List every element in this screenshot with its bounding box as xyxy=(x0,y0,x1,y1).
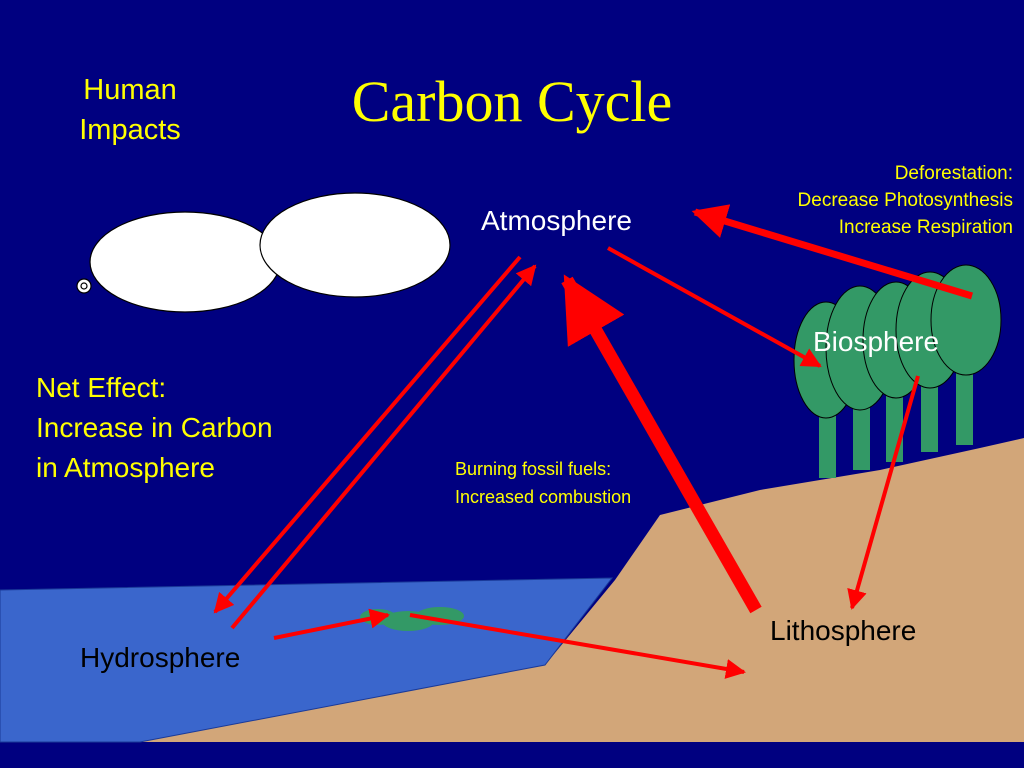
cycle-arrows xyxy=(213,204,974,679)
arrow-atmosphere-to-hydrosphere xyxy=(213,255,522,614)
fossil-fuels-line: Burning fossil fuels: xyxy=(455,459,612,479)
net-effect-line: Net Effect: xyxy=(36,372,167,403)
deforestation-line: Deforestation: xyxy=(894,163,1013,184)
arrow-hydrosphere-to-algae xyxy=(273,608,390,640)
arrow-deforestation-to-atmosphere xyxy=(691,204,974,300)
deforestation-label: Deforestation: Decrease Photosynthesis I… xyxy=(798,160,1013,241)
cloud-smoke xyxy=(76,192,451,313)
human-impacts-line: Human xyxy=(83,74,177,106)
human-impacts-label: Human Impacts xyxy=(60,70,200,150)
arrow-lithosphere-to-atmosphere xyxy=(561,274,762,614)
arrow-atmosphere-to-biosphere xyxy=(607,246,822,368)
land-lithosphere xyxy=(0,438,1024,742)
biosphere-label: Biosphere xyxy=(813,326,940,357)
net-effect-label: Net Effect: Increase in Carbon in Atmosp… xyxy=(36,368,273,488)
arrow-algae-to-lithosphere xyxy=(409,613,746,679)
deforestation-line: Increase Respiration xyxy=(838,217,1013,238)
arrow-biosphere-to-lithosphere xyxy=(847,375,920,610)
fossil-fuels-label: Burning fossil fuels: Increased combusti… xyxy=(455,455,631,511)
fossil-fuels-line: Increased combustion xyxy=(455,487,632,507)
deforestation-line: Decrease Photosynthesis xyxy=(797,190,1013,211)
human-impacts-line: Impacts xyxy=(79,114,181,146)
slide-title: Carbon Cycle xyxy=(351,69,673,134)
atmosphere-label: Atmosphere xyxy=(481,205,632,236)
lithosphere-label: Lithosphere xyxy=(770,615,917,646)
arrow-hydrosphere-to-atmosphere xyxy=(230,264,537,630)
net-effect-line: in Atmosphere xyxy=(36,452,215,483)
hydrosphere-label: Hydrosphere xyxy=(80,642,241,673)
net-effect-line: Increase in Carbon xyxy=(36,412,273,443)
